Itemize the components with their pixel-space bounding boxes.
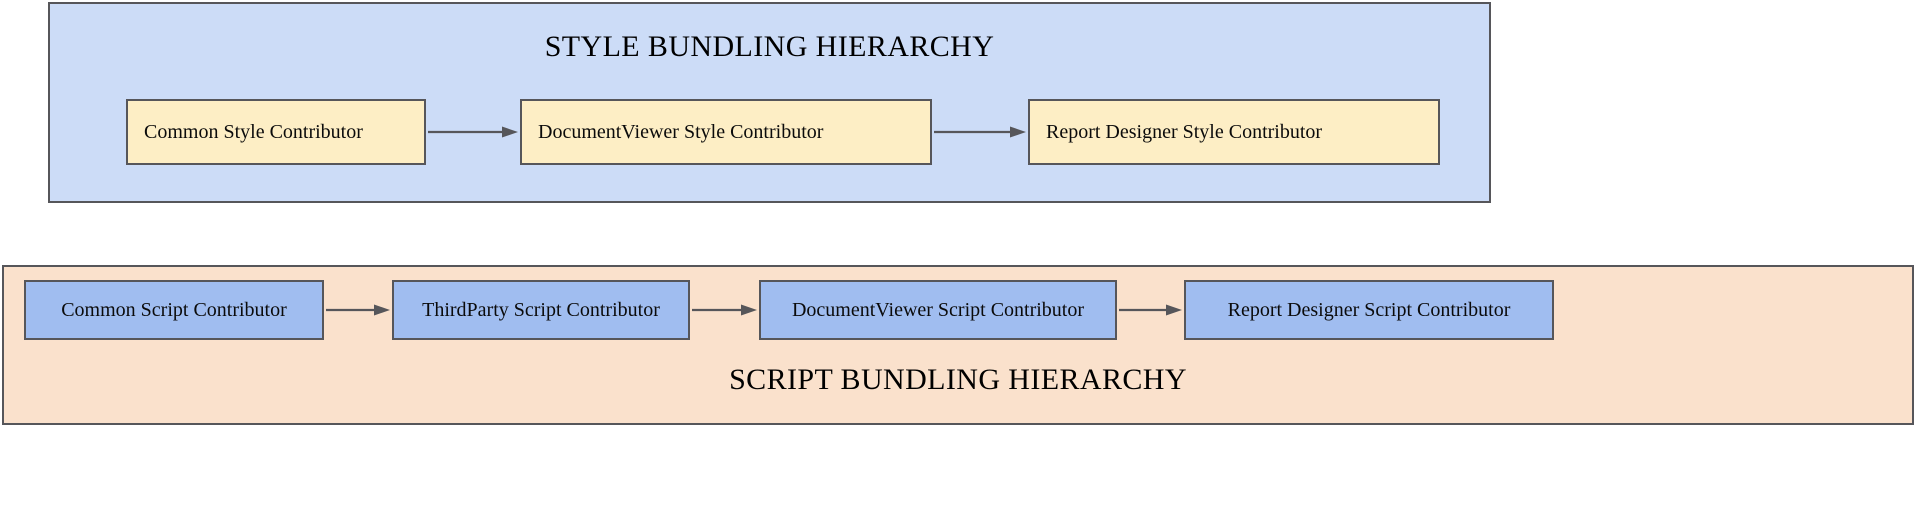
script-panel-title: SCRIPT BUNDLING HIERARCHY — [729, 363, 1187, 396]
node-common-script-contributor[interactable]: Common Script Contributor — [24, 280, 324, 340]
node-documentviewer-style-contributor[interactable]: DocumentViewer Style Contributor — [520, 99, 932, 165]
arrow-right-icon — [1119, 303, 1182, 317]
style-panel-title: STYLE BUNDLING HIERARCHY — [544, 30, 995, 63]
arrow-right-icon — [934, 125, 1026, 139]
node-label: Common Script Contributor — [61, 298, 287, 321]
node-label: DocumentViewer Style Contributor — [538, 120, 824, 143]
arrow-right-icon — [326, 303, 390, 317]
node-documentviewer-script-contributor[interactable]: DocumentViewer Script Contributor — [759, 280, 1117, 340]
node-report-designer-style-contributor[interactable]: Report Designer Style Contributor — [1028, 99, 1440, 165]
node-thirdparty-script-contributor[interactable]: ThirdParty Script Contributor — [392, 280, 690, 340]
node-label: DocumentViewer Script Contributor — [791, 298, 1085, 321]
node-label: Report Designer Style Contributor — [1046, 120, 1323, 143]
arrow-right-icon — [692, 303, 757, 317]
node-label: Common Style Contributor — [144, 120, 363, 143]
style-bundling-panel: STYLE BUNDLING HIERARCHY Common Style Co… — [48, 2, 1491, 203]
node-label: ThirdParty Script Contributor — [422, 298, 660, 321]
node-common-style-contributor[interactable]: Common Style Contributor — [126, 99, 426, 165]
node-report-designer-script-contributor[interactable]: Report Designer Script Contributor — [1184, 280, 1554, 340]
arrow-right-icon — [428, 125, 518, 139]
script-bundling-panel: Common Script Contributor ThirdParty Scr… — [2, 265, 1914, 425]
node-label: Report Designer Script Contributor — [1227, 298, 1511, 321]
